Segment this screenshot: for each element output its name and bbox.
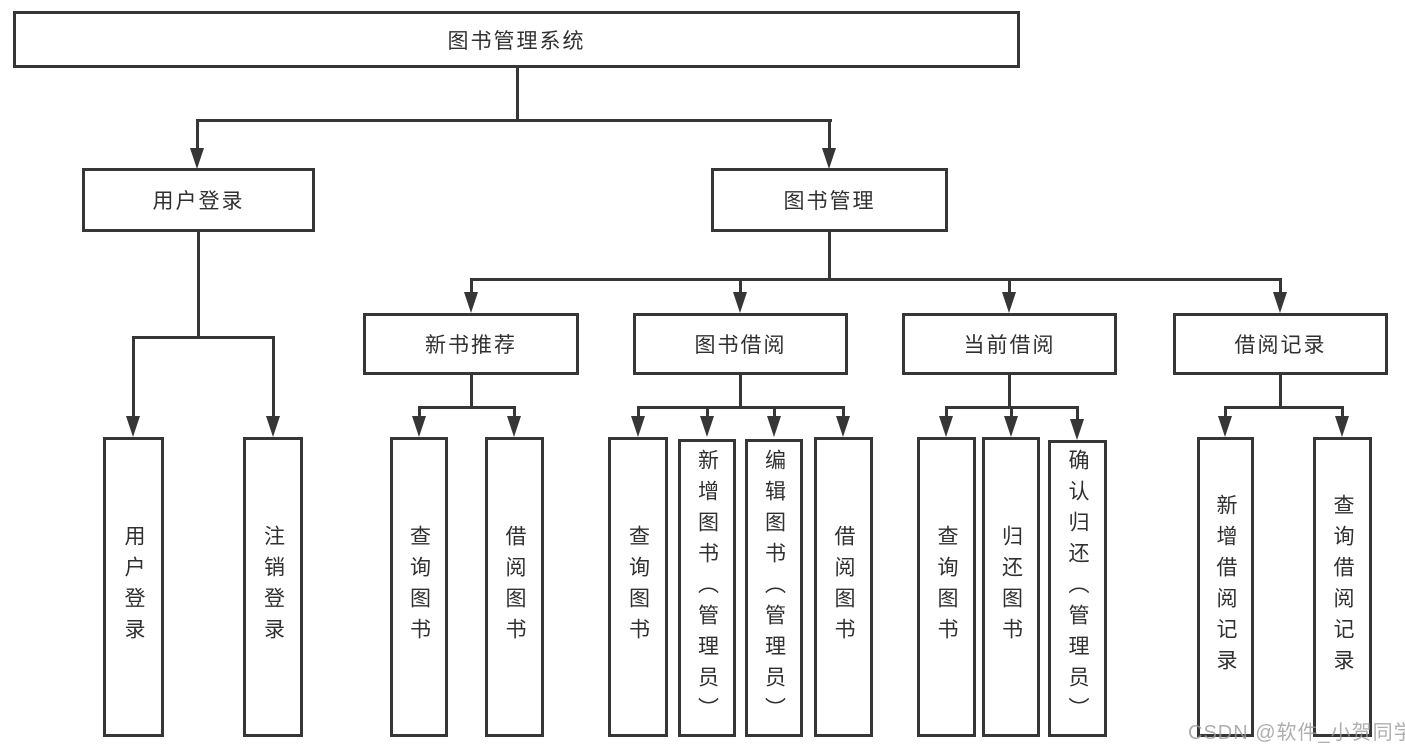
arrow-down-icon <box>1273 292 1287 313</box>
leaf-br-query-record-label: 查询借阅记录 <box>1331 494 1354 680</box>
arrow-down-icon <box>126 416 140 437</box>
node-user-login: 用户登录 <box>82 168 315 232</box>
arrow-down-icon <box>1218 416 1232 437</box>
connector-to-current-borrow <box>1008 278 1011 296</box>
node-book-borrowing: 图书借阅 <box>633 313 848 375</box>
leaf-nbr-query-book-label: 查询图书 <box>407 525 431 649</box>
leaf-cb-query-book: 查询图书 <box>917 437 976 737</box>
leaf-cb-return-book: 归还图书 <box>982 437 1040 737</box>
connector-new-book-rec-branch <box>418 406 516 409</box>
leaf-nbr-query-book: 查询图书 <box>390 437 448 737</box>
leaf-cb-return-book-label: 归还图书 <box>999 525 1023 649</box>
connector-to-leaf-user-login <box>132 336 135 418</box>
leaf-bb-add-book-admin: 新增图书（管理员） <box>678 439 736 737</box>
leaf-br-add-record-label: 新增借阅记录 <box>1214 494 1237 680</box>
connector-new-book-rec-stem <box>470 375 473 406</box>
connector-user-login-stem <box>197 232 200 336</box>
leaf-bb-borrow-book: 借阅图书 <box>814 437 873 737</box>
node-book-management-label: 图书管理 <box>783 190 876 213</box>
connector-to-nbr-query <box>418 406 421 420</box>
leaf-bb-add-book-admin-label: 新增图书（管理员） <box>695 448 719 728</box>
arrow-down-icon <box>412 416 426 437</box>
connector-book-borrow-stem <box>739 375 742 406</box>
leaf-bb-edit-book-admin: 编辑图书（管理员） <box>745 439 803 737</box>
connector-to-bb-add <box>706 406 709 420</box>
connector-current-borrow-stem <box>1008 375 1011 406</box>
arrow-down-icon <box>733 292 747 313</box>
leaf-cb-confirm-return-admin-label: 确认归还（管理员） <box>1066 449 1089 728</box>
arrow-down-icon <box>1004 416 1018 437</box>
node-book-borrowing-label: 图书借阅 <box>694 334 787 357</box>
leaf-bb-edit-book-admin-label: 编辑图书（管理员） <box>762 448 786 728</box>
arrow-down-icon <box>190 148 204 169</box>
connector-to-new-book-rec <box>470 278 473 296</box>
leaf-bb-borrow-book-label: 借阅图书 <box>832 525 855 649</box>
arrow-down-icon <box>836 416 850 437</box>
connector-to-book-borrow <box>739 278 742 296</box>
connector-root-to-book-mgmt <box>828 119 831 151</box>
node-book-management: 图书管理 <box>711 168 948 232</box>
leaf-nbr-borrow-book-label: 借阅图书 <box>503 525 526 649</box>
connector-root-to-user-login <box>196 119 199 151</box>
connector-to-cb-confirm <box>1076 406 1079 420</box>
connector-to-br-add <box>1224 406 1227 420</box>
node-library-management-system: 图书管理系统 <box>13 11 1020 68</box>
leaf-logout-label: 注销登录 <box>261 525 285 649</box>
arrow-down-icon <box>939 416 953 437</box>
connector-to-cb-return <box>1010 406 1013 420</box>
node-user-login-label: 用户登录 <box>152 190 245 213</box>
connector-to-leaf-logout <box>272 336 275 418</box>
connector-to-cb-query <box>945 406 948 420</box>
connector-to-bb-borrow <box>842 406 845 420</box>
leaf-bb-query-book-label: 查询图书 <box>626 525 650 649</box>
leaf-nbr-borrow-book: 借阅图书 <box>485 437 544 737</box>
leaf-cb-query-book-label: 查询图书 <box>935 525 958 649</box>
connector-to-nbr-borrow <box>513 406 516 420</box>
leaf-bb-query-book: 查询图书 <box>608 437 668 737</box>
leaf-logout: 注销登录 <box>243 437 303 737</box>
arrow-down-icon <box>631 416 645 437</box>
connector-borrow-record-stem <box>1279 375 1282 406</box>
leaf-cb-confirm-return-admin: 确认归还（管理员） <box>1048 440 1107 737</box>
node-new-book-recommend-label: 新书推荐 <box>425 334 517 357</box>
arrow-down-icon <box>767 416 781 437</box>
arrow-down-icon <box>700 416 714 437</box>
node-borrowing-records: 借阅记录 <box>1173 313 1388 375</box>
arrow-down-icon <box>822 148 836 169</box>
node-current-borrowing-label: 当前借阅 <box>963 334 1056 357</box>
connector-borrow-record-branch <box>1224 406 1344 409</box>
connector-root-branch <box>196 119 832 122</box>
node-library-management-system-label: 图书管理系统 <box>447 29 586 53</box>
arrow-down-icon <box>1002 292 1016 313</box>
node-borrowing-records-label: 借阅记录 <box>1234 334 1327 357</box>
connector-book-mgmt-stem <box>828 232 831 278</box>
leaf-br-add-record: 新增借阅记录 <box>1197 437 1254 737</box>
node-new-book-recommend: 新书推荐 <box>363 313 579 375</box>
connector-user-login-branch <box>132 336 275 339</box>
leaf-br-query-record: 查询借阅记录 <box>1313 437 1372 737</box>
connector-to-borrow-record <box>1279 278 1282 296</box>
connector-to-bb-edit <box>773 406 776 420</box>
connector-book-mgmt-branch <box>470 278 1281 281</box>
node-current-borrowing: 当前借阅 <box>902 313 1117 375</box>
leaf-user-login: 用户登录 <box>103 437 164 737</box>
arrow-down-icon <box>266 416 280 437</box>
arrow-down-icon <box>1335 416 1349 437</box>
connector-root-stem <box>516 68 519 119</box>
arrow-down-icon <box>1070 419 1084 440</box>
csdn-watermark: CSDN @软件_小贺同学 <box>1188 722 1405 744</box>
connector-book-borrow-branch <box>637 406 845 409</box>
connector-to-br-query <box>1341 406 1344 420</box>
leaf-user-login-label: 用户登录 <box>122 525 145 649</box>
connector-to-bb-query <box>637 406 640 420</box>
arrow-down-icon <box>507 416 521 437</box>
arrow-down-icon <box>464 292 478 313</box>
